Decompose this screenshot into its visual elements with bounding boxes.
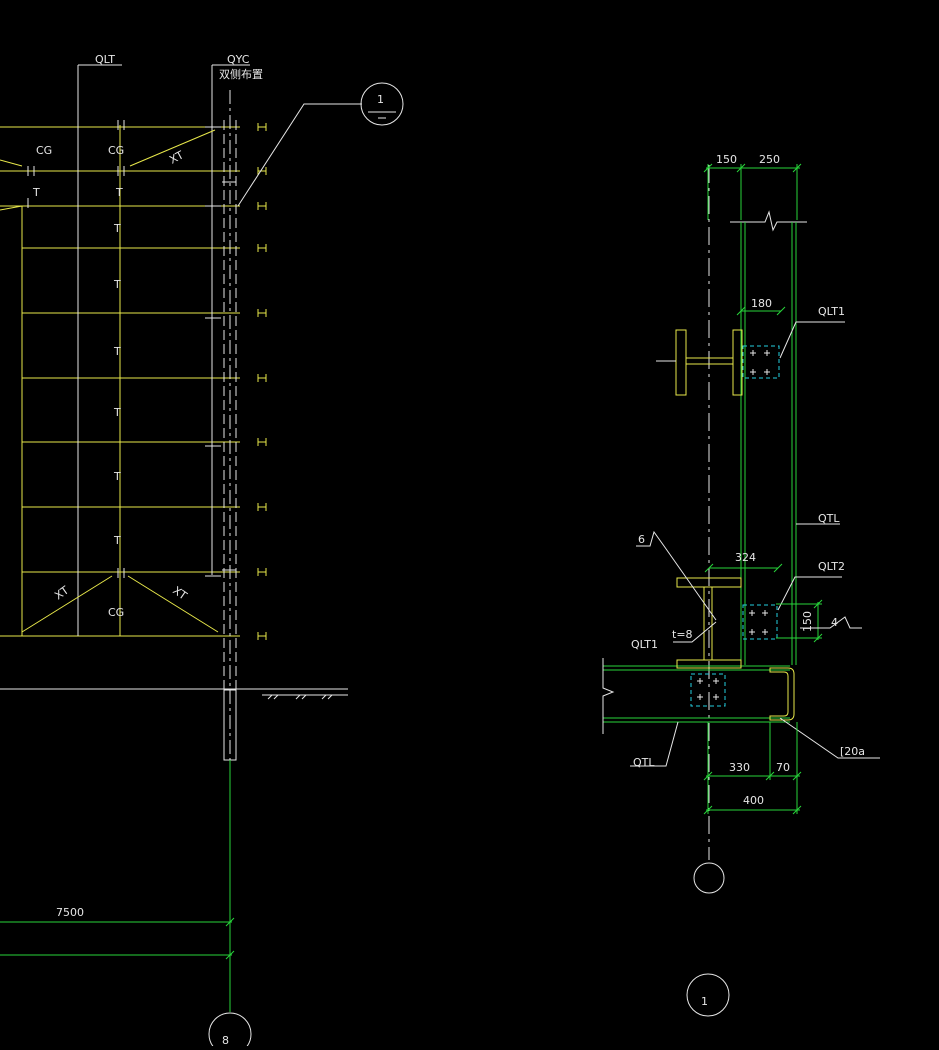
label-qyc: QYC <box>227 53 250 66</box>
label-qtl-right: QTL <box>818 512 840 525</box>
dim-400: 400 <box>743 794 764 807</box>
channel-c20a <box>769 667 795 721</box>
dim-tick <box>704 563 783 573</box>
label-t8: t=8 <box>672 628 693 641</box>
break-line <box>602 658 615 734</box>
label-t: T <box>113 406 121 419</box>
dim-tick <box>703 771 802 815</box>
weld-6 <box>636 530 717 621</box>
callout-1: 1 <box>377 93 384 106</box>
label-cg: CG <box>108 606 124 619</box>
label-qlt: QLT <box>95 53 115 66</box>
bolts <box>749 610 768 635</box>
dim-tick <box>225 917 235 960</box>
brace <box>21 575 113 633</box>
bolts <box>750 350 770 375</box>
label-qlt2: QLT2 <box>818 560 845 573</box>
label-c20a: [20a <box>840 745 865 758</box>
leader <box>779 717 880 759</box>
brace <box>0 159 23 167</box>
dim-150-side: 150 <box>801 611 814 632</box>
axis-8: 8 <box>222 1034 229 1046</box>
leader <box>673 621 717 643</box>
axis-bubble <box>693 862 725 894</box>
axis-bubble <box>208 1012 252 1050</box>
brace <box>127 575 219 633</box>
detail-title: 1 <box>701 995 708 1008</box>
base-plate <box>676 659 742 669</box>
dim-tick <box>813 599 823 643</box>
label-qlt1-top: QLT1 <box>818 305 845 318</box>
label-qtl-bottom: QTL <box>633 756 655 769</box>
bolts <box>697 678 719 700</box>
hbeam-flange <box>675 329 687 396</box>
hbeam-flange <box>732 329 743 396</box>
label-t: T <box>113 345 121 358</box>
bolt-plate <box>742 345 780 379</box>
bolt-plate <box>690 673 726 707</box>
leader <box>779 321 845 359</box>
bolt-plate <box>742 604 778 640</box>
dim-150-top: 150 <box>716 153 737 166</box>
label-xt: XT <box>170 584 189 603</box>
label-t: T <box>113 534 121 547</box>
leader <box>630 721 679 767</box>
connection-marks <box>27 120 236 578</box>
label-xt: XT <box>52 584 71 603</box>
dim-180: 180 <box>751 297 772 310</box>
label-xt: XT <box>167 148 186 166</box>
seat-plate <box>676 577 742 588</box>
dim-250: 250 <box>759 153 780 166</box>
label-cg: CG <box>36 144 52 157</box>
label-t: T <box>113 278 121 291</box>
dim-7500: 7500 <box>56 906 84 919</box>
label-weld-6: 6 <box>638 533 645 546</box>
label-weld-4: 4 <box>831 616 838 629</box>
label-qyc-note: 双侧布置 <box>219 68 263 81</box>
brace <box>129 129 216 167</box>
label-cg: CG <box>108 144 124 157</box>
label-t: T <box>32 186 40 199</box>
label-t: T <box>113 470 121 483</box>
dim-330: 330 <box>729 761 750 774</box>
left-elevation <box>0 64 404 1050</box>
weld-4 <box>800 616 862 629</box>
dim-tick <box>703 163 802 173</box>
detail-1 <box>602 163 880 1017</box>
break-line <box>730 210 807 232</box>
detail-title-circle <box>686 973 730 1017</box>
dim-70: 70 <box>776 761 790 774</box>
label-qlt1-left: QLT1 <box>631 638 658 651</box>
h-markers <box>257 123 267 640</box>
callout-circle <box>360 82 404 126</box>
label-t: T <box>115 186 123 199</box>
callout-leader <box>237 103 362 207</box>
brace <box>0 205 23 211</box>
leader <box>777 576 842 611</box>
dim-324: 324 <box>735 551 756 564</box>
ground-hatch <box>267 694 333 700</box>
dim-tick <box>736 306 786 316</box>
label-t: T <box>113 222 121 235</box>
